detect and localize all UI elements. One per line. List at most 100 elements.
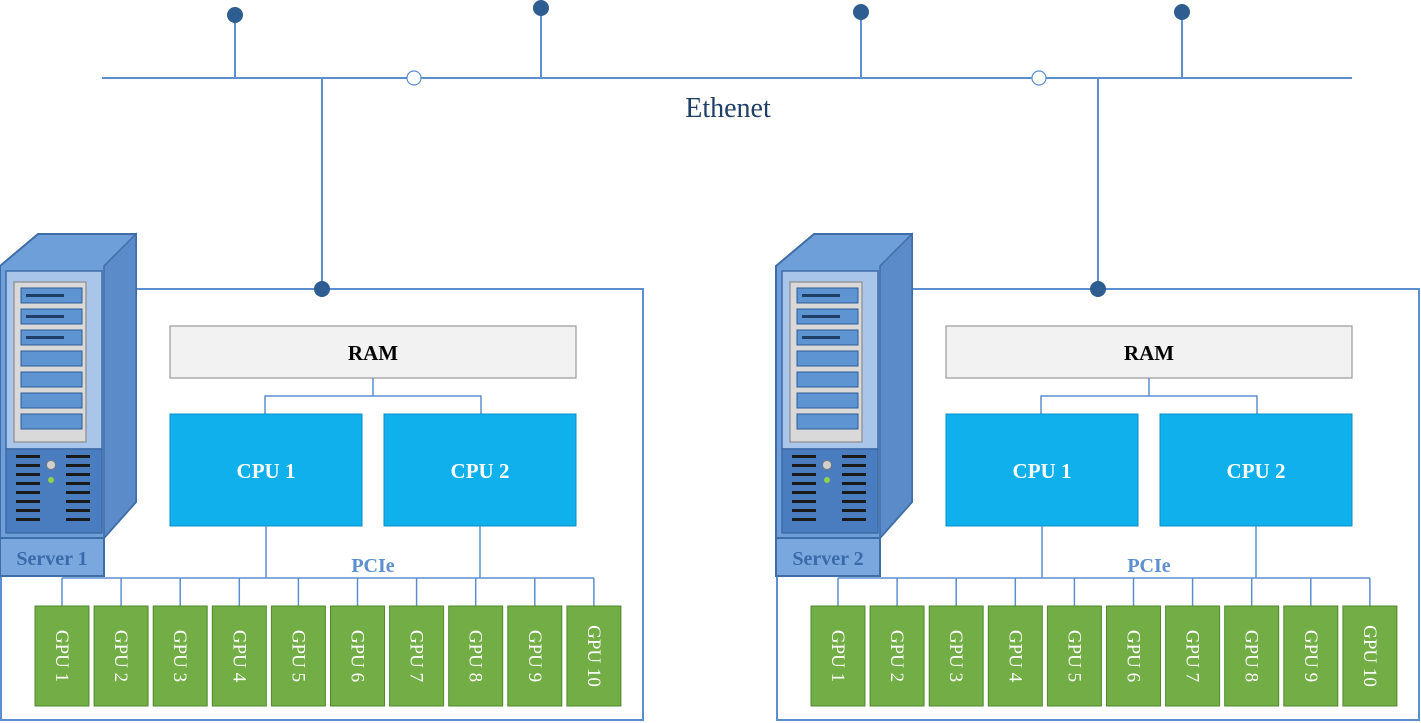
network-node-dot: [533, 0, 549, 16]
gpu-card-9: [1283, 605, 1339, 707]
gpu-card-8: [1224, 605, 1280, 707]
cpu-box-2: [383, 413, 577, 527]
gpu-card-1: [810, 605, 866, 707]
gpu-card-9: [507, 605, 563, 707]
gpu-card-5: [270, 605, 326, 707]
vent-slot-left: [792, 491, 816, 494]
gpu-card-4: [211, 605, 267, 707]
tower-side: [103, 232, 137, 540]
vent-slot-right: [66, 491, 90, 494]
vent-slot-left: [792, 518, 816, 521]
network-node-dot: [853, 4, 869, 20]
status-led: [48, 477, 54, 483]
ram-label: RAM: [348, 341, 398, 365]
vent-slot-left: [792, 509, 816, 512]
gpu-label-7: GPU 7: [406, 630, 427, 682]
vent-slot-right: [842, 482, 866, 485]
drive-bay: [20, 350, 83, 367]
gpu-card-7: [1165, 605, 1221, 707]
gpu-label-1: GPU 1: [827, 630, 848, 682]
power-button: [46, 460, 56, 470]
bus-junction-circle: [406, 70, 422, 86]
vent-slot-right: [842, 509, 866, 512]
vent-slot-right: [66, 473, 90, 476]
vent-slot-left: [16, 482, 40, 485]
vent-slot-right: [66, 455, 90, 458]
vent-slot-left: [16, 491, 40, 494]
vent-slot-right: [66, 500, 90, 503]
gpu-card-6: [1106, 605, 1161, 707]
drive-slot: [802, 336, 840, 339]
cpu-label-1: CPU 1: [1013, 459, 1072, 483]
gpu-label-6: GPU 6: [347, 630, 368, 682]
power-button: [822, 460, 832, 470]
drive-slot: [802, 294, 840, 297]
server-tower-icon: Server 2: [775, 232, 913, 577]
gpu-label-7: GPU 7: [1182, 630, 1203, 682]
gpu-label-2: GPU 2: [886, 630, 907, 682]
vent-slot-left: [16, 509, 40, 512]
gpu-card-10: [566, 605, 622, 707]
cpu-label-1: CPU 1: [237, 459, 296, 483]
gpu-label-9: GPU 9: [1300, 630, 1321, 682]
drive-bay: [20, 392, 83, 409]
cpu-box-1: [945, 413, 1139, 527]
vent-slot-right: [842, 464, 866, 467]
drive-slot: [802, 315, 840, 318]
uplink-node-dot: [1090, 281, 1106, 297]
vent-slot-left: [16, 464, 40, 467]
gpu-card-6: [330, 605, 385, 707]
gpu-card-3: [928, 605, 984, 707]
vent-slot-right: [66, 464, 90, 467]
gpu-label-4: GPU 4: [1004, 630, 1025, 683]
vent-slot-left: [792, 500, 816, 503]
drive-slot: [26, 315, 64, 318]
gpu-label-3: GPU 3: [169, 630, 190, 682]
pcie-label: PCIe: [351, 555, 394, 577]
vent-slot-right: [842, 518, 866, 521]
gpu-label-5: GPU 5: [1063, 630, 1084, 682]
vent-slot-right: [66, 518, 90, 521]
gpu-card-8: [448, 605, 504, 707]
vent-slot-left: [16, 455, 40, 458]
bus-junction-circle: [1031, 70, 1047, 86]
gpu-label-2: GPU 2: [110, 630, 131, 682]
vent-slot-right: [842, 491, 866, 494]
vent-slot-left: [792, 473, 816, 476]
drive-bay: [796, 350, 859, 367]
gpu-card-7: [389, 605, 445, 707]
server-name-plate: [0, 537, 105, 577]
gpu-label-6: GPU 6: [1123, 630, 1144, 682]
cpu-label-2: CPU 2: [1227, 459, 1286, 483]
gpu-label-3: GPU 3: [945, 630, 966, 682]
server-label: Server 2: [792, 548, 863, 570]
gpu-label-8: GPU 8: [1241, 630, 1262, 682]
ethernet-bus: Ethenet: [102, 0, 1352, 124]
gpu-card-4: [987, 605, 1043, 707]
vent-slot-left: [16, 518, 40, 521]
cpu-label-2: CPU 2: [451, 459, 510, 483]
gpu-label-1: GPU 1: [51, 630, 72, 682]
drive-bay: [796, 392, 859, 409]
drive-slot: [26, 336, 64, 339]
vent-slot-left: [16, 500, 40, 503]
gpu-card-2: [93, 605, 149, 707]
network-node-dot: [1174, 4, 1190, 20]
vent-slot-left: [16, 473, 40, 476]
ram-box: [169, 325, 577, 379]
gpu-card-2: [869, 605, 925, 707]
tower-side: [879, 232, 913, 540]
server-name-plate: [775, 537, 881, 577]
gpu-label-4: GPU 4: [228, 630, 249, 683]
drive-bay: [796, 371, 859, 388]
gpu-label-9: GPU 9: [524, 630, 545, 682]
gpu-label-5: GPU 5: [287, 630, 308, 682]
drive-bay: [20, 371, 83, 388]
vent-slot-right: [66, 482, 90, 485]
server-tower-icon: Server 1: [0, 232, 137, 577]
drive-bay: [20, 413, 83, 430]
